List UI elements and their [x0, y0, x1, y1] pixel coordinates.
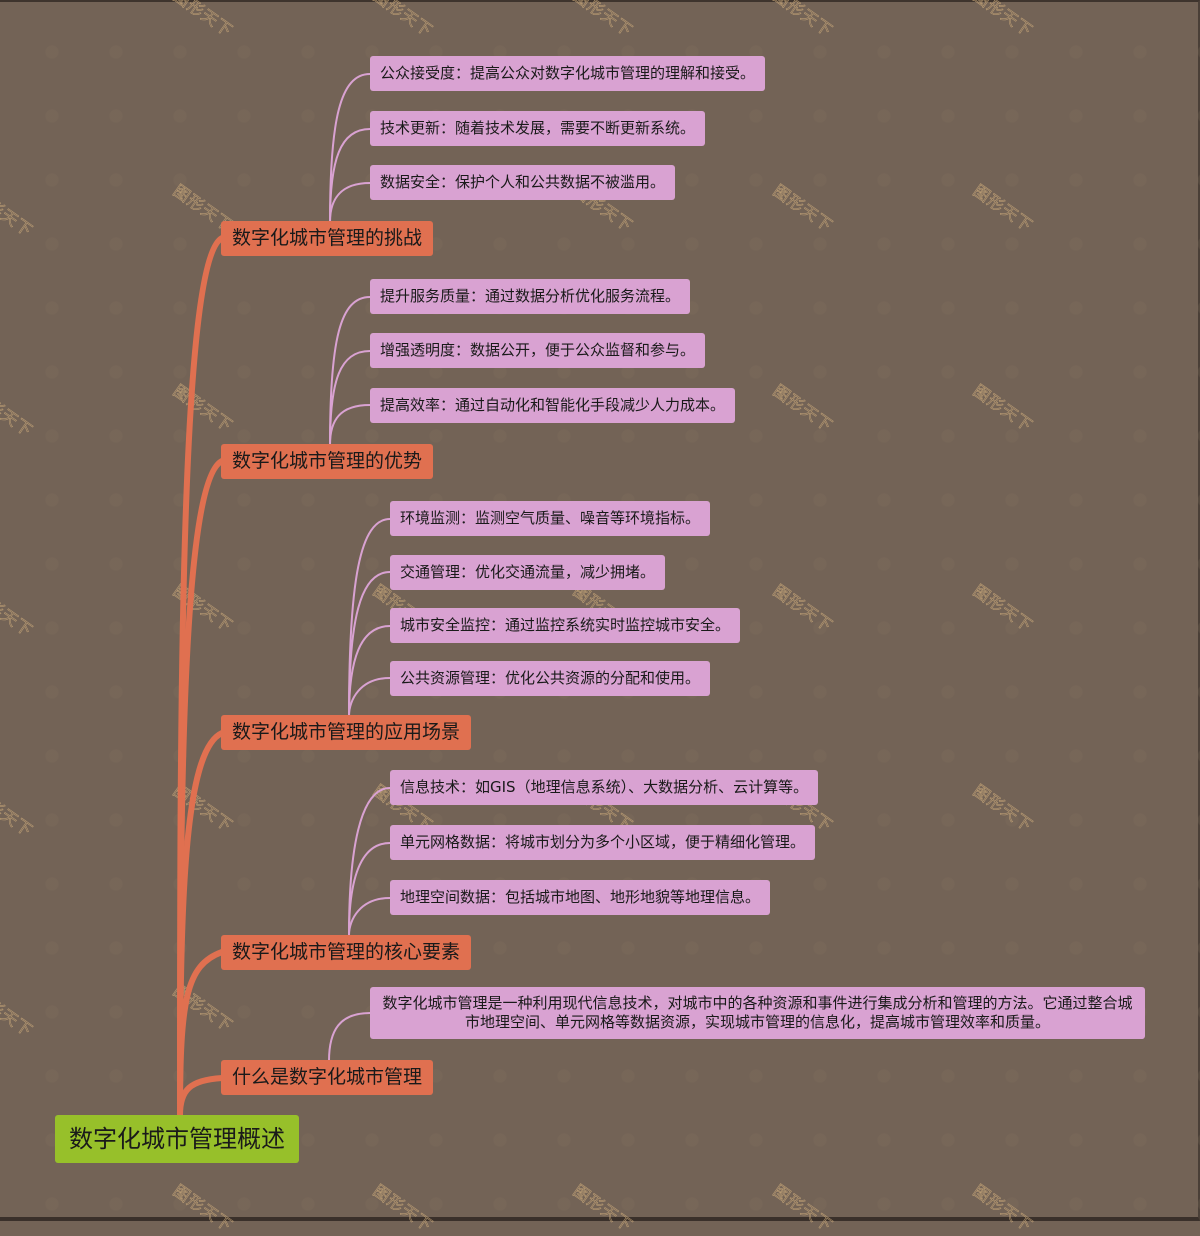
root-node[interactable]: 数字化城市管理概述 — [55, 1115, 299, 1163]
leaf-node[interactable]: 单元网格数据：将城市划分为多个小区域，便于精细化管理。 — [390, 825, 816, 860]
leaf-node[interactable]: 公共资源管理：优化公共资源的分配和使用。 — [390, 661, 711, 696]
leaf-node[interactable]: 增强透明度：数据公开，便于公众监督和参与。 — [370, 333, 706, 368]
leaf-connectors — [328, 73, 391, 1062]
leaf-node[interactable]: 交通管理：优化交通流量，减少拥堵。 — [390, 555, 666, 590]
branch-node-definition[interactable]: 什么是数字化城市管理 — [221, 1060, 434, 1095]
branch-node-core-elements[interactable]: 数字化城市管理的核心要素 — [221, 935, 472, 970]
leaf-node[interactable]: 提升服务质量：通过数据分析优化服务流程。 — [370, 279, 691, 314]
leaf-node[interactable]: 信息技术：如GIS（地理信息系统）、大数据分析、云计算等。 — [390, 770, 819, 805]
leaf-node-definition[interactable]: 数字化城市管理是一种利用现代信息技术，对城市中的各种资源和事件进行集成分析和管理… — [370, 987, 1145, 1039]
leaf-node[interactable]: 公众接受度：提高公众对数字化城市管理的理解和接受。 — [370, 56, 766, 91]
leaf-node[interactable]: 环境监测：监测空气质量、噪音等环境指标。 — [390, 501, 711, 536]
leaf-node[interactable]: 数据安全：保护个人和公共数据不被滥用。 — [370, 165, 676, 200]
branch-node-challenges[interactable]: 数字化城市管理的挑战 — [221, 221, 434, 256]
branch-node-advantages[interactable]: 数字化城市管理的优势 — [221, 444, 434, 479]
branch-node-applications[interactable]: 数字化城市管理的应用场景 — [221, 715, 472, 750]
leaf-node[interactable]: 城市安全监控：通过监控系统实时监控城市安全。 — [390, 608, 741, 643]
leaf-node[interactable]: 技术更新：随着技术发展，需要不断更新系统。 — [370, 111, 706, 146]
leaf-node[interactable]: 提高效率：通过自动化和智能化手段减少人力成本。 — [370, 388, 736, 423]
leaf-node[interactable]: 地理空间数据：包括城市地图、地形地貌等地理信息。 — [390, 880, 771, 915]
branch-connectors — [177, 235, 225, 1118]
